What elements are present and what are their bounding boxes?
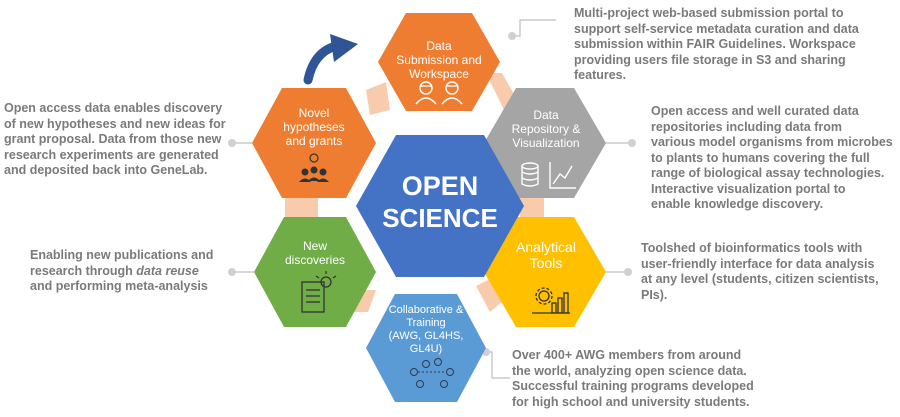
hex-analytical-tools (484, 217, 606, 327)
connector-repository-tools (520, 192, 544, 222)
hex-collaborative-training (366, 294, 486, 402)
idea-group-icon (299, 153, 329, 182)
database-chart-icon (521, 162, 576, 189)
open-science-line1: OPEN (401, 171, 479, 201)
description-submission: Multi-project web-based submission porta… (574, 6, 859, 82)
hex-label-new-discoveries: New discoveries (284, 239, 346, 267)
hex-novel-hypotheses (252, 88, 376, 198)
connector-hypotheses-submission (366, 82, 390, 115)
hex-label-analytical-tools: Analytical Tools (516, 239, 576, 271)
hex-data-repository (484, 88, 606, 198)
leader-lines (228, 19, 636, 379)
gear-chart-icon (532, 287, 570, 314)
open-science-title: OPEN SCIENCE (376, 170, 504, 234)
hex-label-collaborative-training: Collaborative & Training (AWG, GL4HS, GL… (388, 304, 464, 355)
description-reuse: Enabling new publications and research t… (30, 248, 214, 293)
description-repository: Open access and well curated data reposi… (651, 104, 893, 211)
description-tools: Toolshed of bioinformatics tools with us… (641, 241, 879, 302)
hex-label-data-submission: Data Submission and Workspace (396, 39, 482, 81)
leader-dot-repository (628, 139, 636, 147)
description-hypotheses: Open access data enables discovery of ne… (4, 101, 226, 177)
connector-discoveries-hypotheses (285, 198, 318, 222)
connector-tools-training (476, 278, 504, 312)
document-lightbulb-icon (301, 271, 337, 313)
hex-data-submission (378, 13, 500, 111)
leader-dot-tools (624, 268, 632, 276)
scientists-icon (415, 81, 463, 105)
network-people-icon (410, 358, 454, 388)
hex-new-discoveries (254, 217, 376, 327)
open-science-line2: SCIENCE (382, 203, 498, 233)
leader-training (486, 351, 510, 379)
hex-open-science (356, 135, 524, 277)
leader-submission (512, 19, 556, 37)
hex-label-data-repository: Data Repository & Visualization (511, 108, 581, 150)
leader-dot-hypotheses (228, 139, 236, 147)
curved-arrow-icon (303, 34, 358, 85)
leader-dot-reuse (228, 268, 236, 276)
description-training: Over 400+ AWG members from around the wo… (512, 348, 754, 409)
leader-dot-submission (508, 32, 516, 40)
hex-label-novel-hypotheses: Novel hypotheses and grants (283, 106, 345, 148)
